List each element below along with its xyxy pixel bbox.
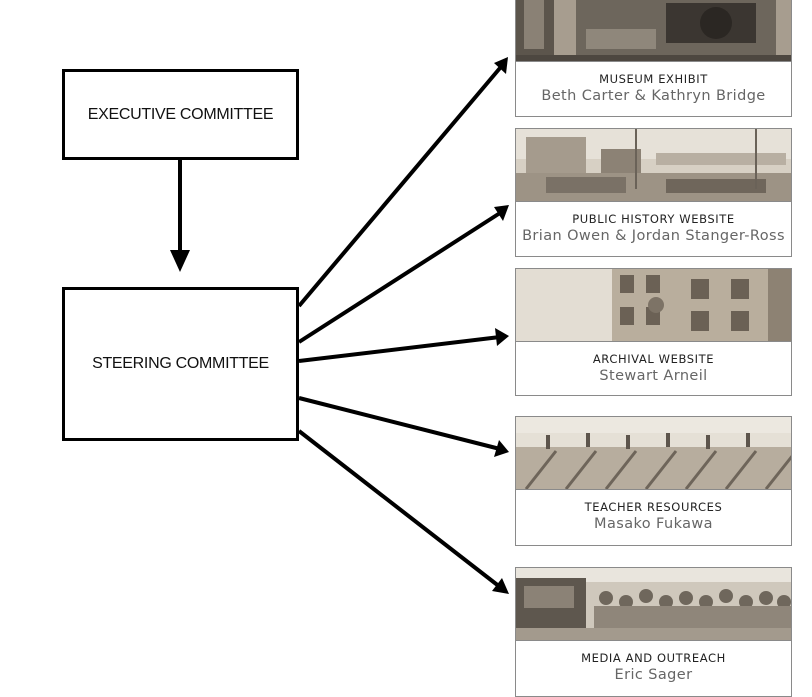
arrow-to-museum-exhibit — [297, 66, 502, 308]
arrow-head-media — [492, 578, 509, 594]
archival-photo — [516, 269, 791, 342]
public-history-title: PUBLIC HISTORY WEBSITE — [572, 212, 735, 226]
arrow-to-media — [297, 429, 502, 589]
arrow-to-archival — [298, 335, 501, 363]
museum-exhibit-photo — [516, 0, 791, 62]
museum-exhibit-title: MUSEUM EXHIBIT — [599, 72, 708, 86]
arrow-exec-to-steering-head — [170, 250, 190, 272]
executive-committee-box: EXECUTIVE COMMITTEE — [62, 69, 299, 160]
teacher-resources-photo — [516, 417, 791, 490]
project-card-museum-exhibit: MUSEUM EXHIBIT Beth Carter & Kathryn Bri… — [515, 0, 792, 117]
arrow-head-teacher — [494, 440, 509, 457]
project-card-media-outreach: MEDIA AND OUTREACH Eric Sager — [515, 567, 792, 697]
media-outreach-people: Eric Sager — [614, 667, 693, 683]
project-card-archival-website: ARCHIVAL WEBSITE Stewart Arneil — [515, 268, 792, 396]
teacher-resources-title: TEACHER RESOURCES — [584, 500, 723, 514]
archival-title: ARCHIVAL WEBSITE — [592, 352, 715, 366]
museum-exhibit-people: Beth Carter & Kathryn Bridge — [541, 88, 766, 104]
public-history-photo — [516, 129, 791, 202]
project-card-teacher-resources: TEACHER RESOURCES Masako Fukawa — [515, 416, 792, 546]
teacher-resources-people: Masako Fukawa — [594, 516, 713, 532]
arrow-head-archival — [495, 328, 509, 346]
connector-arrows — [170, 57, 509, 594]
public-history-people: Brian Owen & Jordan Stanger-Ross — [522, 228, 785, 244]
media-outreach-photo — [516, 568, 791, 641]
arrow-head-museum-exhibit — [494, 57, 508, 74]
media-outreach-title: MEDIA AND OUTREACH — [581, 651, 726, 665]
archival-people: Stewart Arneil — [599, 368, 708, 384]
steering-committee-box: STEERING COMMITTEE — [62, 287, 299, 441]
arrow-to-public-history — [297, 211, 502, 344]
arrow-head-public-history — [494, 205, 509, 221]
executive-committee-label: EXECUTIVE COMMITTEE — [87, 105, 274, 123]
project-card-public-history-website: PUBLIC HISTORY WEBSITE Brian Owen & Jord… — [515, 128, 792, 257]
arrow-to-teacher — [298, 396, 501, 451]
steering-committee-label: STEERING COMMITTEE — [92, 355, 269, 372]
